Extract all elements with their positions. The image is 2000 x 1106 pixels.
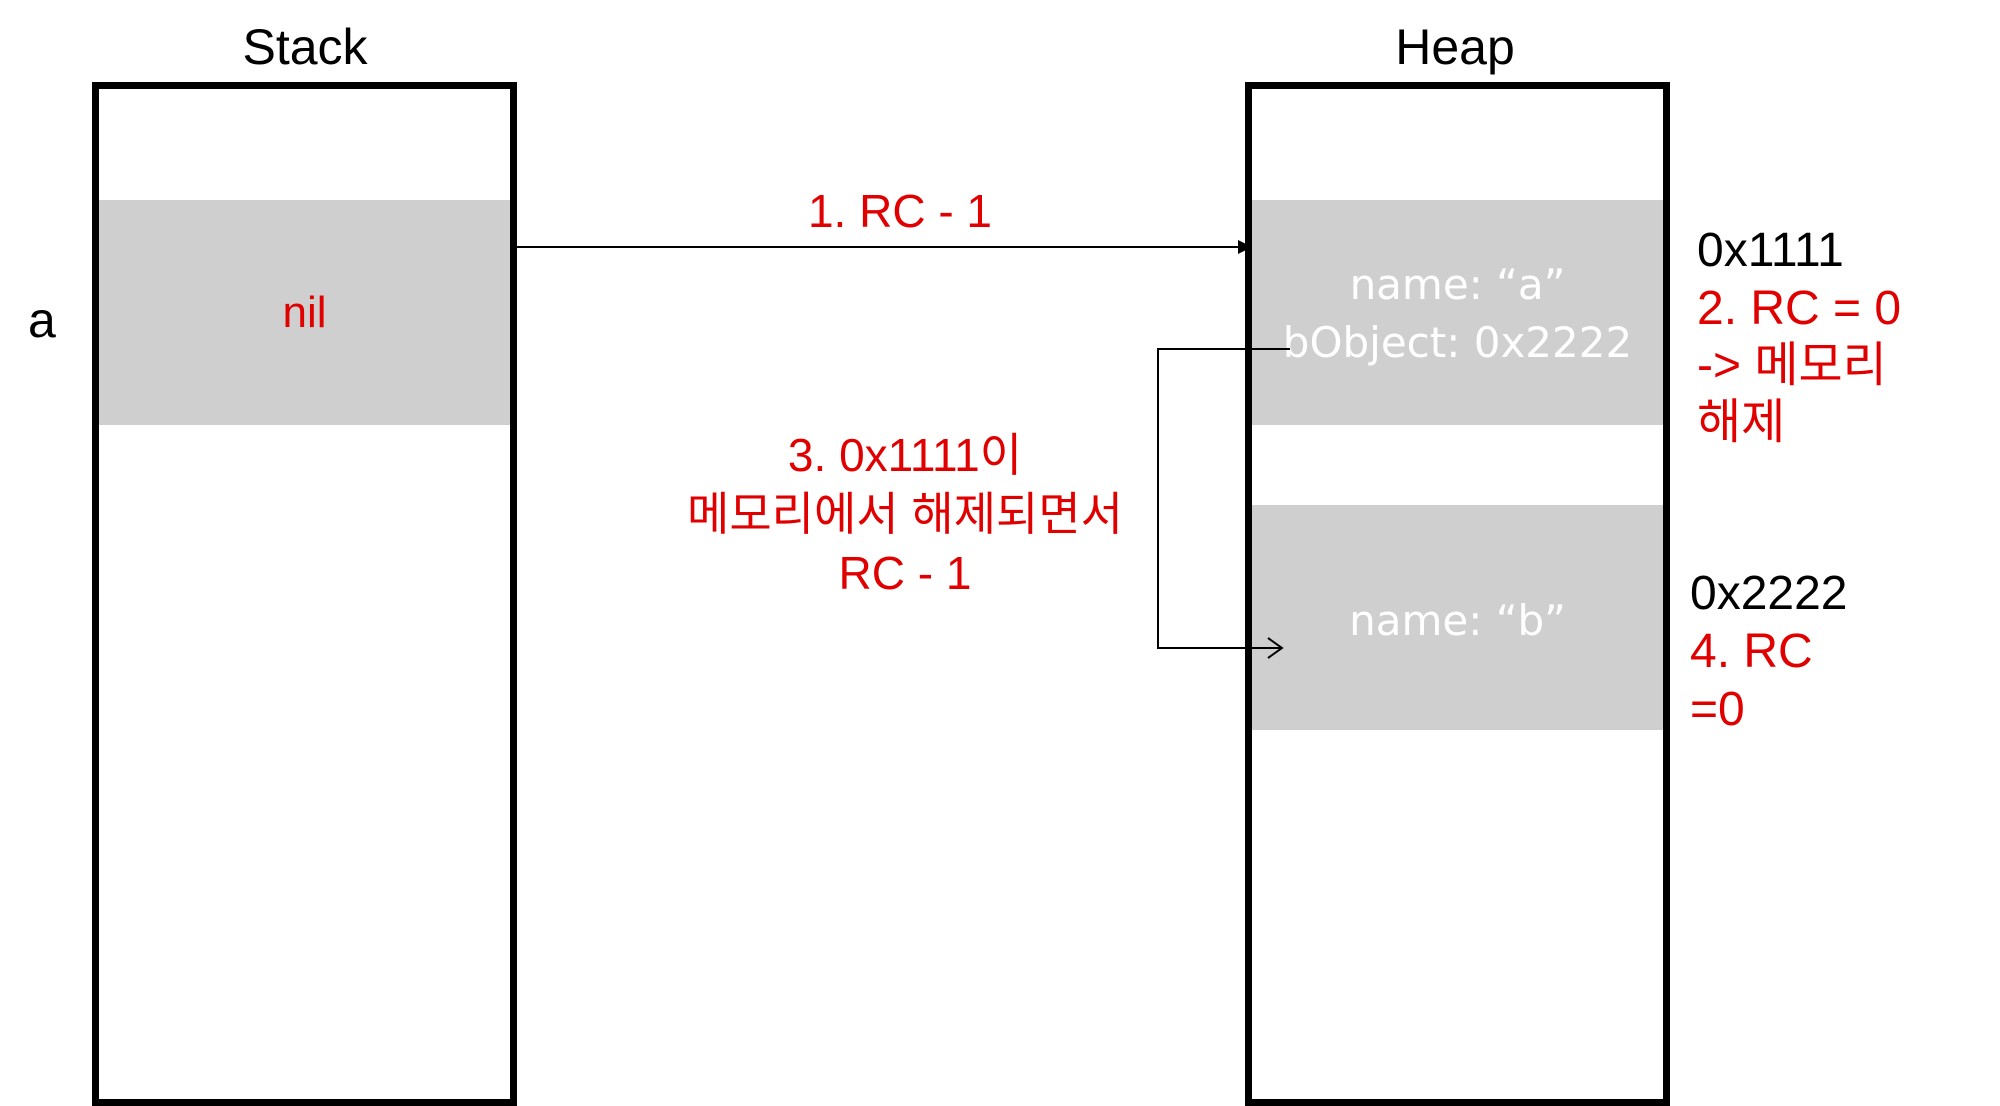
heap-object-a-name: name: “a” <box>1349 260 1566 309</box>
address-0x1111: 0x1111 <box>1697 224 1844 277</box>
step3-label-line1: 3. 0x1111이 <box>787 429 1023 481</box>
stack-variable-label: a <box>28 292 56 348</box>
heap-object-a-bobject: bObject: 0x2222 <box>1282 318 1633 367</box>
stack-cell-value: nil <box>282 288 327 337</box>
step1-label: 1. RC - 1 <box>807 185 993 237</box>
step3-label-line3: RC - 1 <box>838 547 972 599</box>
stack-title: Stack <box>242 19 368 75</box>
heap-object-a: name: “a” bObject: 0x2222 <box>1252 200 1663 425</box>
rc-note-a-line1: 2. RC = 0 <box>1697 282 1902 335</box>
heap-title: Heap <box>1395 19 1515 75</box>
stack-cell-a: nil <box>99 200 510 425</box>
step3-label-line2: 메모리에서 해제되면서 <box>687 488 1123 540</box>
heap-object-b: name: “b” <box>1252 505 1663 730</box>
rc-note-a-line2: -> 메모리 <box>1697 339 1887 392</box>
rc-note-a-line3: 해제 <box>1697 396 1786 449</box>
heap-object-b-name: name: “b” <box>1349 596 1566 645</box>
address-0x2222: 0x2222 <box>1690 567 1848 620</box>
rc-note-b-line2: =0 <box>1690 683 1745 736</box>
rc-note-b-line1: 4. RC <box>1690 625 1813 678</box>
